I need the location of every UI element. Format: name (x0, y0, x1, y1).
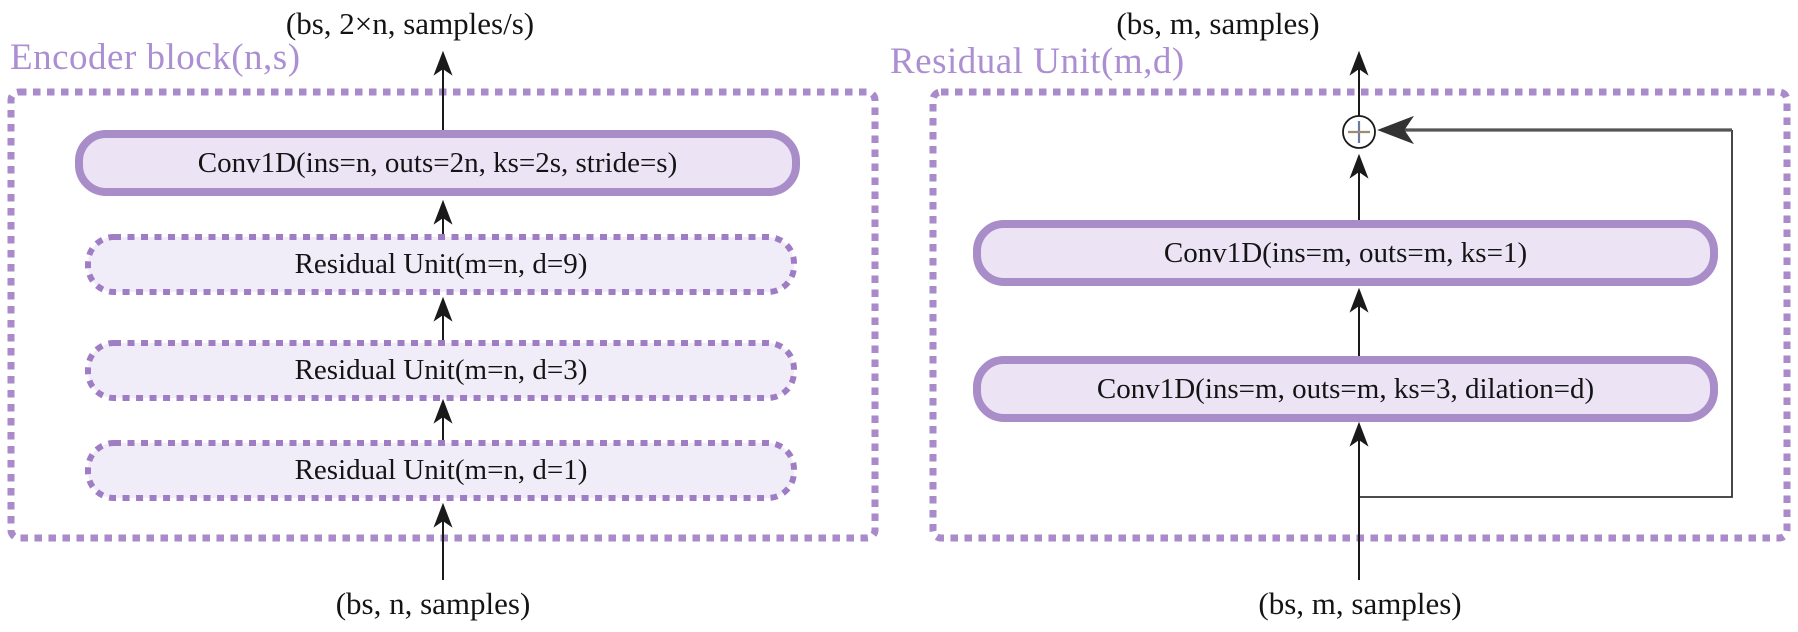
residual-conv1d-ks3-box (973, 356, 1718, 422)
encoder-input-label: (bs, n, samples) (335, 586, 531, 621)
residual-conv1d-ks1-box (973, 220, 1718, 286)
encoder-title: Encoder block(n,s) (10, 37, 301, 78)
residual-conv1d-ks1-label: Conv1D(ins=m, outs=m, ks=1) (1163, 236, 1528, 269)
encoder-conv1d-box (75, 130, 800, 196)
residual-unit-label: Residual Unit(m=n, d=9) (294, 248, 588, 280)
encoder-conv1d-label: Conv1D(ins=n, outs=2n, ks=2s, stride=s) (197, 146, 678, 179)
residual-unit-box-d9 (85, 234, 797, 295)
encoder-block-diagram (7, 50, 879, 580)
residual-unit-box-d3 (85, 340, 797, 401)
residual-output-label: (bs, m, samples) (1116, 6, 1320, 41)
circled-plus-icon (1342, 115, 1376, 149)
residual-input-label: (bs, m, samples) (1258, 586, 1462, 621)
residual-unit-label: Residual Unit(m=n, d=3) (294, 354, 588, 386)
encoder-output-label: (bs, 2×n, samples/s) (285, 6, 535, 41)
residual-unit-box-d1 (85, 440, 797, 501)
residual-unit-diagram (929, 50, 1791, 580)
residual-title: Residual Unit(m,d) (890, 41, 1185, 82)
residual-conv1d-ks3-label: Conv1D(ins=m, outs=m, ks=3, dilation=d) (1096, 372, 1595, 405)
skip-connection-line (1359, 130, 1733, 498)
residual-unit-label: Residual Unit(m=n, d=1) (294, 454, 588, 486)
